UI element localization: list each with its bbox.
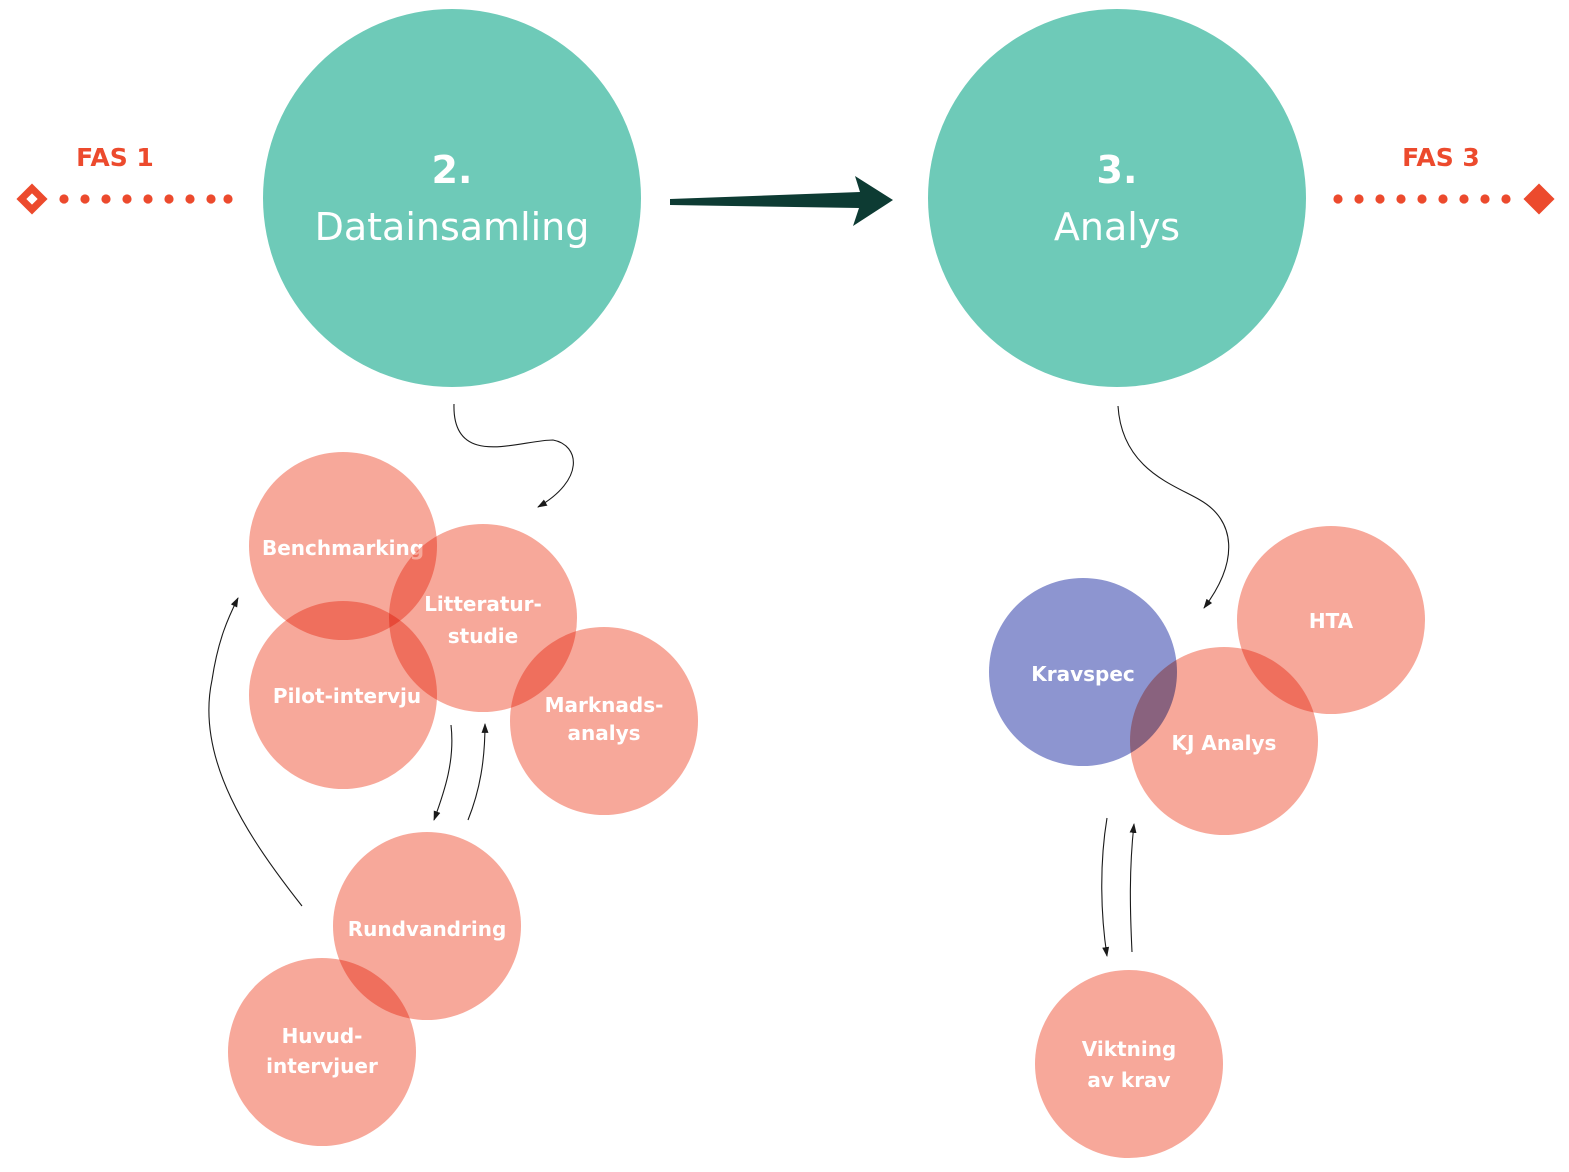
node-benchmarking: Benchmarking [249,452,437,640]
step-name: Datainsamling [315,205,590,249]
node-label: Pilot-intervju [273,684,421,708]
connector-rundvandring-to-benchmarking [208,597,303,907]
node-label: Rundvandring [348,917,507,941]
connector-rundvandring-to-litteratur [467,723,489,821]
phase-label-left: FAS 1 [76,143,154,172]
analys-nodes: Kravspec HTA KJ Analys Viktning av krav [989,526,1425,1158]
node-label-line1: Litteratur- [424,592,542,616]
node-kj-analys: KJ Analys [1130,647,1318,835]
node-label-line2: analys [567,721,640,745]
node-kravspec: Kravspec [989,578,1177,766]
node-label-line1: Marknads- [545,693,664,717]
node-label-line2: intervjuer [266,1054,378,1078]
node-pilot-intervju: Pilot-intervju [249,601,437,789]
connector-datainsamling-to-nodes [453,403,574,508]
phase-start-marker: FAS 1 [16,143,233,215]
node-label-line2: studie [448,624,518,648]
step-name: Analys [1054,205,1180,249]
connector-litteratur-to-rundvandring [433,724,453,821]
node-label-line2: av krav [1087,1068,1170,1092]
node-hta: HTA [1237,526,1425,714]
node-marknadsanalys: Marknads- analys [510,627,698,815]
connector-viktning-to-kj [1129,823,1137,953]
main-step-analys: 3. Analys [928,9,1306,387]
connector-analys-to-nodes [1117,405,1230,609]
node-viktning: Viktning av krav [1035,970,1223,1158]
connector-kj-to-viktning [1101,817,1110,957]
node-label: Kravspec [1031,662,1135,686]
dotted-connector-left [59,194,233,204]
node-label-line1: Viktning [1082,1037,1177,1061]
phase-label-right: FAS 3 [1402,143,1480,172]
main-step-datainsamling: 2. Datainsamling [263,9,641,387]
dotted-connector-right [1333,194,1511,204]
node-label: Benchmarking [262,536,424,560]
diamond-outline-icon [16,183,48,215]
datainsamling-nodes: Benchmarking Pilot-intervju Litteratur- … [228,452,698,1146]
connectors [208,403,1230,957]
node-label: HTA [1309,609,1354,633]
node-label-line1: Huvud- [282,1024,363,1048]
node-label: KJ Analys [1172,731,1277,755]
step-number: 2. [432,148,473,192]
step-number: 3. [1097,148,1138,192]
node-rundvandring: Rundvandring [333,832,521,1020]
node-huvudintervjuer: Huvud- intervjuer [228,958,416,1146]
diamond-filled-icon [1523,183,1555,215]
main-flow-arrow [670,176,893,226]
phase-end-marker: FAS 3 [1333,143,1555,215]
